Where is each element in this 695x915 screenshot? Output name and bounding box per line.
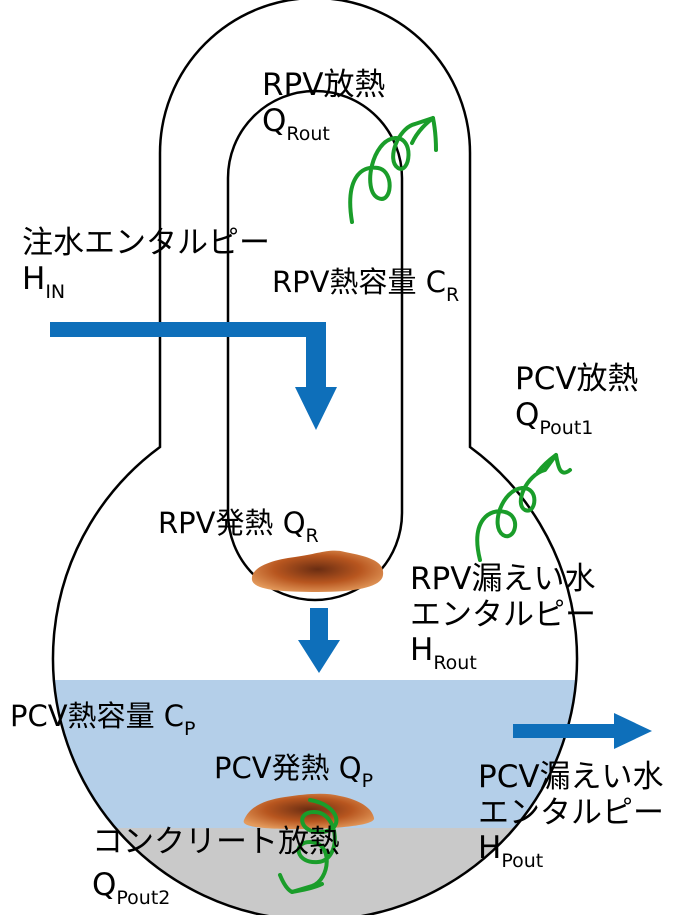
- pcv-heat-release-title: PCV放熱: [515, 361, 639, 397]
- concrete-heat-release-arrow: [278, 798, 339, 894]
- rpv-decay-heat-label: RPV発熱 QR: [158, 506, 319, 547]
- injection-enthalpy-label: 注水エンタルピー HIN: [22, 225, 270, 302]
- injection-arrow: [50, 322, 337, 430]
- pcv-decay-heat-title: PCV発熱 Q: [214, 751, 362, 785]
- pcv-heat-release-subscript: Pout1: [539, 416, 594, 439]
- pcv-leak-arrow: [513, 713, 652, 749]
- rpv-leak-enthalpy-line1: RPV漏えい水: [410, 561, 596, 597]
- rpv-heat-capacity-subscript: R: [445, 284, 460, 306]
- pcv-leak-enthalpy-label: PCV漏えい水 エンタルピー HPout: [478, 759, 664, 872]
- rpv-decay-heat-title: RPV発熱 Q: [158, 506, 306, 540]
- rpv-leak-enthalpy-subscript: Rout: [433, 652, 477, 675]
- rpv-leak-enthalpy-symbol: H: [410, 632, 434, 669]
- rpv-leak-enthalpy-line2: エンタルピー: [410, 596, 596, 633]
- rpv-decay-heat-subscript: R: [305, 525, 319, 547]
- pcv-heat-capacity-title: PCV熱容量 C: [10, 699, 185, 733]
- rpv-heat-release-subscript: Rout: [286, 122, 330, 145]
- rpv-heat-capacity-label: RPV熱容量 CR: [272, 265, 459, 306]
- pcv-heat-release-arrow: [475, 453, 572, 562]
- pcv-leak-enthalpy-line2: エンタルピー: [478, 794, 664, 831]
- rpv-leak-arrow: [298, 608, 340, 673]
- pcv-leak-enthalpy-symbol: H: [478, 830, 502, 867]
- concrete-heat-release-symbol-label: QPout2: [92, 867, 170, 909]
- pcv-decay-heat-subscript: P: [361, 770, 374, 792]
- concrete-heat-release-title: コンクリート放熱: [92, 824, 340, 860]
- rpv-heat-release-symbol: Q: [262, 102, 287, 139]
- pcv-heat-release-symbol: Q: [515, 396, 540, 433]
- rpv-heat-release-title: RPV放熱: [262, 67, 386, 103]
- pcv-leak-enthalpy-line1: PCV漏えい水: [478, 759, 664, 795]
- injection-enthalpy-symbol: H: [22, 260, 46, 297]
- rpv-debris: [251, 550, 384, 592]
- pcv-leak-enthalpy-subscript: Pout: [501, 850, 544, 873]
- pcv-heat-capacity-label: PCV熱容量 CP: [10, 699, 196, 740]
- rpv-leak-enthalpy-label: RPV漏えい水 エンタルピー HRout: [410, 561, 596, 674]
- pcv-heat-release-label: PCV放熱 QPout1: [515, 361, 639, 438]
- pcv-decay-heat-label: PCV発熱 QP: [214, 751, 373, 792]
- concrete-heat-release-symbol: Q: [92, 867, 117, 903]
- injection-enthalpy-title: 注水エンタルピー: [22, 225, 270, 261]
- injection-enthalpy-subscript: IN: [45, 280, 66, 303]
- pcv-heat-capacity-subscript: P: [184, 718, 196, 740]
- rpv-heat-release-arrow: [348, 116, 438, 224]
- concrete-heat-release-label: コンクリート放熱: [92, 824, 340, 861]
- rpv-heat-capacity-title: RPV熱容量 C: [272, 265, 446, 299]
- rpv-heat-release-label: RPV放熱 QRout: [262, 67, 386, 144]
- concrete-heat-release-subscript: Pout2: [116, 887, 171, 909]
